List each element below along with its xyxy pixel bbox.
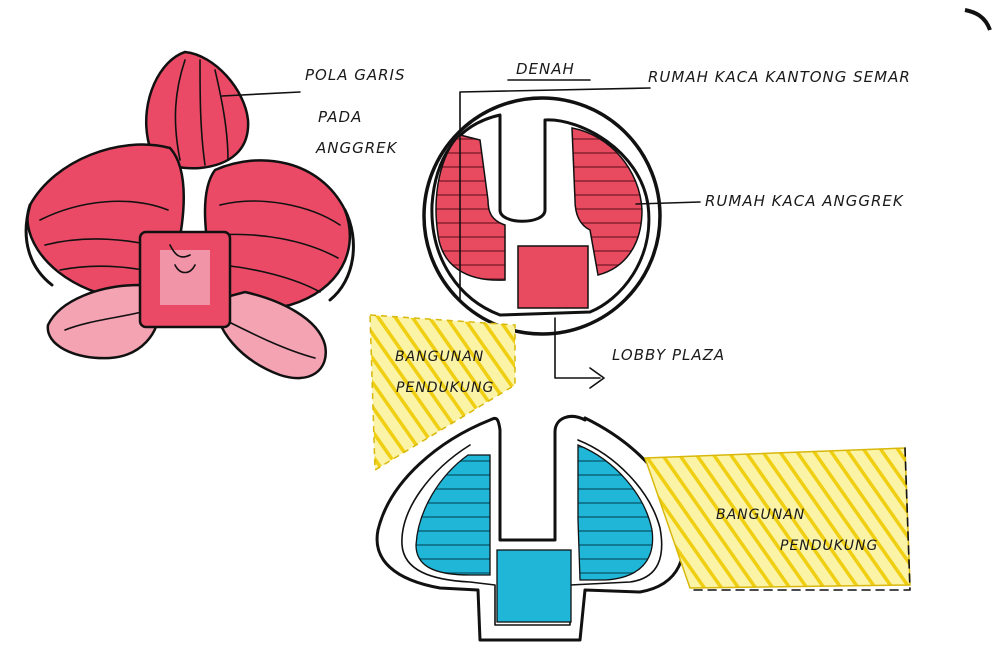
label-bangunan-1: BANGUNAN — [395, 349, 484, 365]
denah-plan-bottom — [377, 416, 684, 640]
lobby-square-top — [518, 246, 588, 308]
label-anggrek: ANGGREK — [315, 139, 398, 157]
label-rumah-kaca-kantong-semar: RUMAH KACA KANTONG SEMAR — [648, 68, 911, 86]
label-bangunan-2: BANGUNAN — [716, 507, 805, 523]
label-denah: DENAH — [516, 60, 575, 78]
page-corner-mark — [965, 10, 990, 30]
orchid-lower-right-sepal — [215, 292, 326, 378]
garden-left-cyan — [416, 455, 490, 575]
rumah-kaca-left — [436, 135, 505, 280]
orchid-flower — [26, 52, 353, 378]
label-rumah-kaca-anggrek: RUMAH KACA ANGGREK — [705, 192, 904, 210]
label-lobby-plaza: LOBBY PLAZA — [612, 346, 725, 364]
label-pada: PADA — [318, 108, 362, 126]
label-pola-garis: POLA GARIS — [305, 66, 406, 84]
garden-right-cyan — [578, 445, 653, 580]
lobby-square-bottom — [497, 550, 571, 622]
leader-line-anggrek — [636, 202, 700, 204]
denah-plan-top — [424, 88, 660, 334]
label-pendukung-1: PENDUKUNG — [396, 380, 494, 396]
label-pendukung-2: PENDUKUNG — [780, 538, 878, 554]
